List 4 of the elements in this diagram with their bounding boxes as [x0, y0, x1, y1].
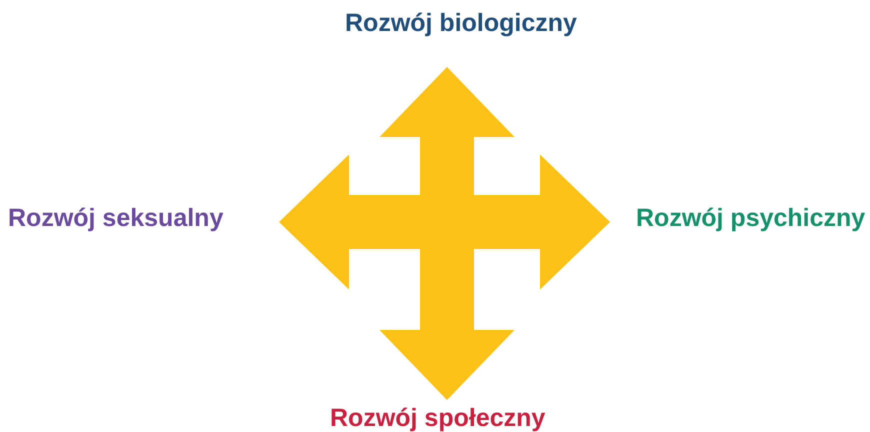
category-label: Rozwój biologiczny — [345, 8, 577, 38]
category-label: Rozwój seksualny — [8, 203, 224, 233]
category-label: Rozwój psychiczny — [636, 203, 866, 233]
category-label: Rozwój społeczny — [330, 403, 546, 432]
